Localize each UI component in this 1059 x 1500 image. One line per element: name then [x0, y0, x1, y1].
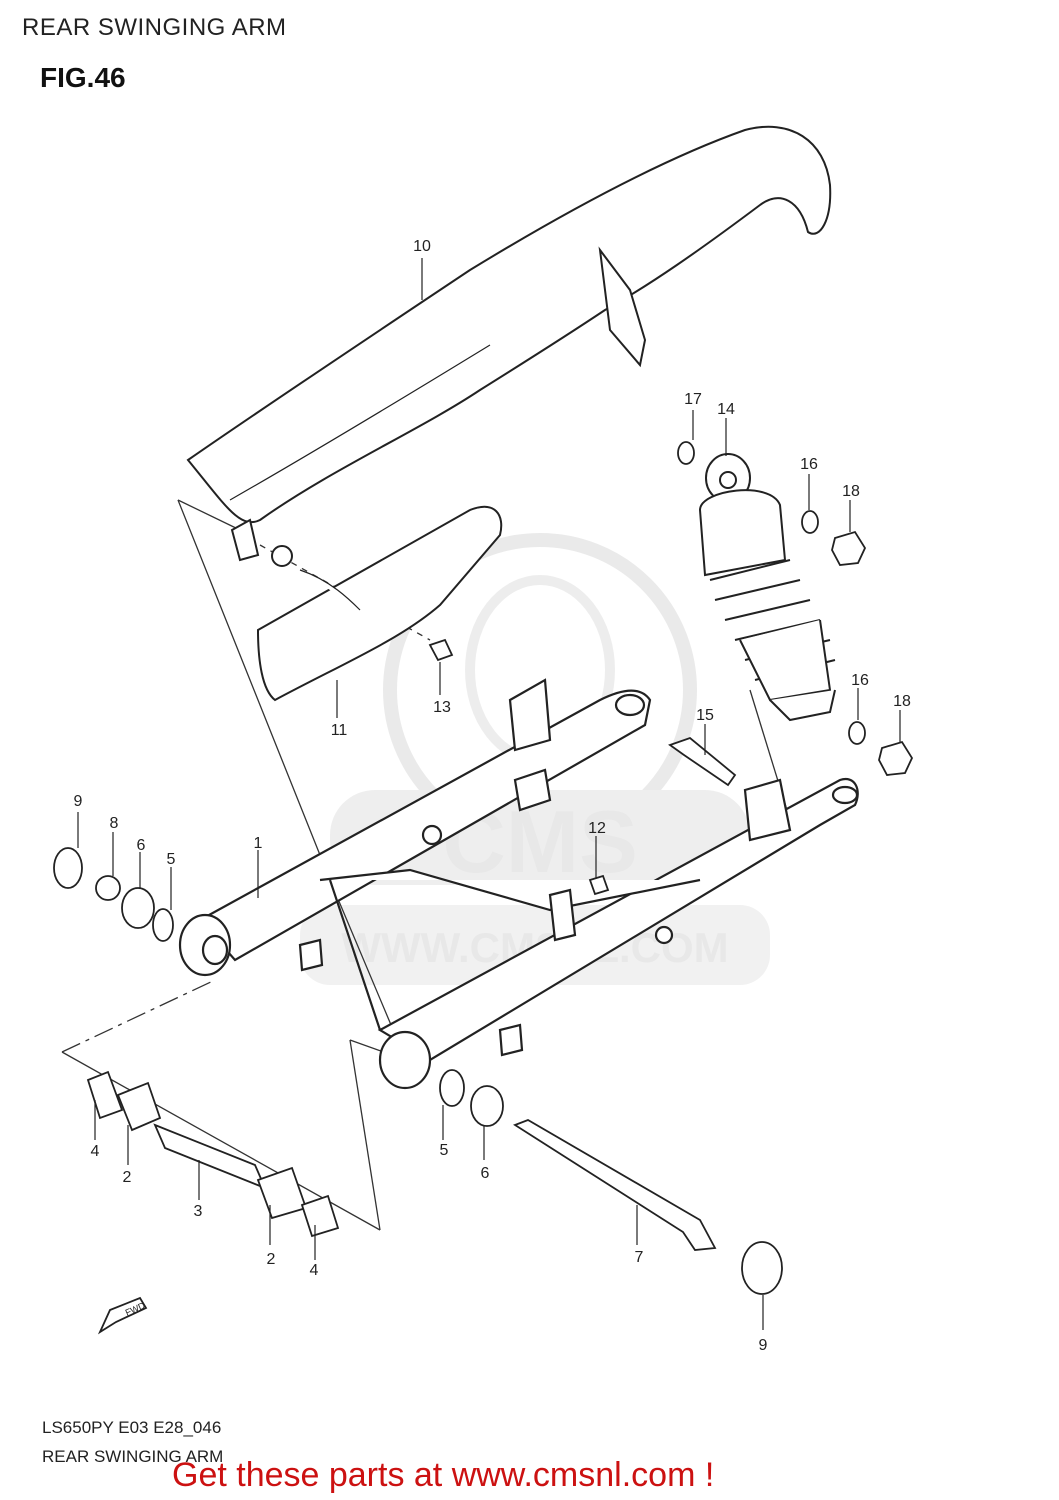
part-label-6b: 6: [481, 1165, 490, 1182]
leader-lines: [77, 258, 901, 1330]
part-label-16a: 16: [800, 456, 818, 473]
swing-arm-1: [178, 678, 859, 1090]
diagram-name: REAR SWINGING ARM: [42, 1447, 224, 1466]
part-label-5b: 5: [440, 1142, 449, 1159]
part-label-13: 13: [433, 699, 451, 716]
chain-case-10: [186, 125, 832, 562]
forward-arrow: FWD: [97, 1296, 148, 1335]
diagram-code: LS650PY E03 E28_046: [42, 1418, 222, 1437]
page-title: REAR SWINGING ARM: [22, 14, 287, 41]
part-label-11: 11: [331, 722, 348, 739]
promo-link[interactable]: Get these parts at www.cmsnl.com !: [172, 1456, 715, 1494]
part-label-3: 3: [194, 1203, 203, 1220]
shock-fasteners: [677, 441, 914, 776]
part-label-12: 12: [588, 820, 606, 837]
part-label-2b: 2: [267, 1251, 276, 1268]
part-label-16b: 16: [851, 672, 869, 689]
pivot-shaft-parts: [86, 1069, 783, 1295]
left-pivot-parts: [53, 847, 174, 942]
part-labels: 10 17 14 16 18 11 13 15 16 18 9 8 6 5 1 …: [74, 238, 911, 1354]
figure-number: FIG.46: [40, 62, 126, 93]
part-label-9a: 9: [74, 793, 83, 810]
part-label-4a: 4: [91, 1143, 100, 1160]
part-label-18b: 18: [893, 693, 911, 710]
small-bolts: [428, 638, 737, 896]
part-label-6a: 6: [137, 837, 146, 854]
part-label-7: 7: [635, 1249, 644, 1266]
part-label-14: 14: [717, 401, 735, 418]
part-label-8: 8: [110, 815, 119, 832]
part-label-9b: 9: [759, 1337, 768, 1354]
part-label-4b: 4: [310, 1262, 319, 1279]
part-label-18a: 18: [842, 483, 860, 500]
part-label-10: 10: [413, 238, 431, 255]
part-label-15: 15: [696, 707, 714, 724]
rear-shock-absorber-14: [698, 453, 836, 722]
part-label-5a: 5: [167, 851, 176, 868]
part-label-2a: 2: [123, 1169, 132, 1186]
part-label-17: 17: [684, 391, 702, 408]
chain-guard-11: [256, 505, 503, 702]
part-label-1: 1: [254, 835, 263, 852]
